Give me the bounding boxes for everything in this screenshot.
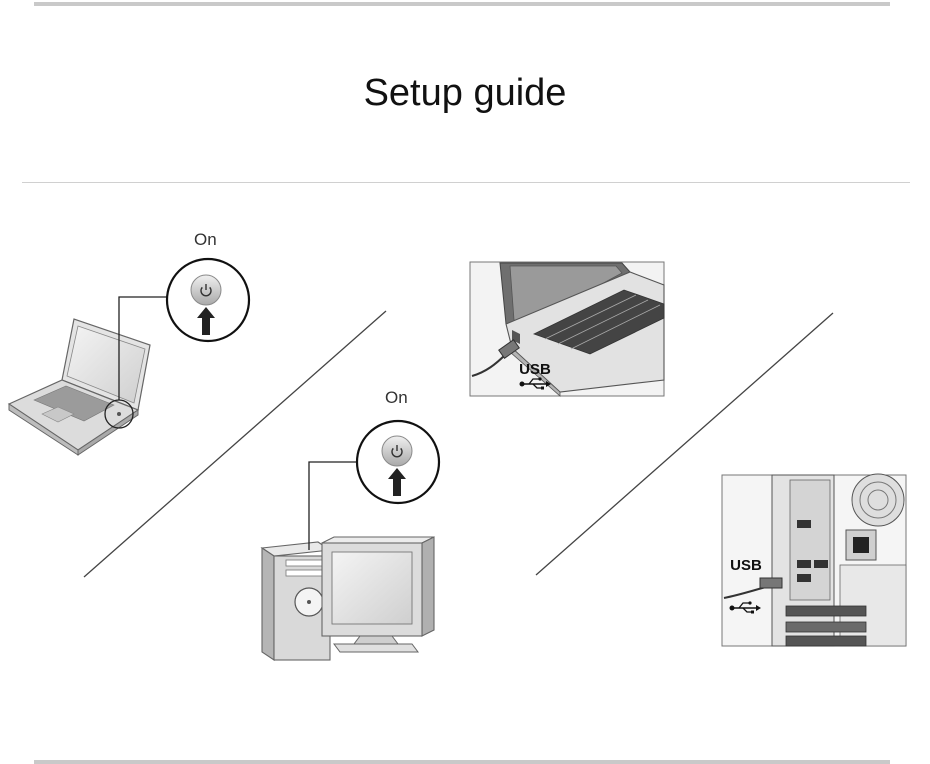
- usb-icon: [519, 377, 551, 390]
- laptop-usb-port-photo: [469, 261, 665, 397]
- diagonal-separator-left: [83, 310, 387, 578]
- laptop-usb-label: USB: [519, 361, 551, 378]
- bottom-border: [34, 760, 890, 764]
- usb-icon: [729, 601, 761, 614]
- arrow-up-icon: [388, 468, 406, 496]
- power-icon: [381, 435, 413, 467]
- desktop-usb-port-photo: [721, 473, 907, 647]
- page-title: Setup guide: [363, 72, 567, 114]
- power-icon: [190, 274, 222, 306]
- diagonal-separator-right: [535, 312, 834, 576]
- laptop-callout-line: [118, 296, 170, 400]
- header-divider: [22, 182, 910, 183]
- desktop-usb-label: USB: [730, 557, 762, 574]
- arrow-up-icon: [197, 307, 215, 335]
- desktop-computer-icon: [260, 536, 435, 662]
- desktop-power-on-label: On: [385, 388, 408, 407]
- desktop-callout-line: [308, 461, 360, 550]
- laptop-icon: [7, 318, 151, 456]
- laptop-power-on-label: On: [194, 230, 217, 249]
- top-border: [34, 2, 890, 6]
